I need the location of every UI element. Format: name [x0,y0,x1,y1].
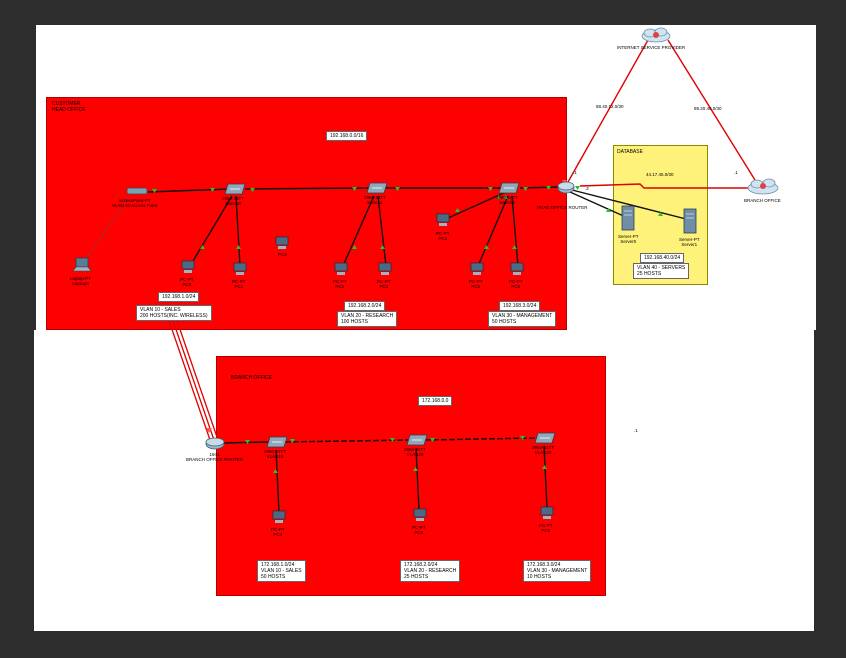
ip-left-label: .1 [573,170,577,175]
switch2-icon[interactable] [498,182,520,194]
vlan10-sales-box: VLAN 10 - SALES 200 HOSTS(INC. WIRELESS) [136,305,212,321]
pc2-icon[interactable] [334,262,348,276]
branch-pc5-label: PC-PT PC5 [412,525,426,535]
pc1-icon[interactable] [233,262,247,276]
branch-network-box: 172.168.0.0 [418,396,453,406]
vlan20-research-box: VLAN 20 - RESEARCH 100 HOSTS [337,311,398,327]
branch-vlan20-box: 172.168.2.0/24 VLAN 20 - RESEARCH 25 HOS… [400,560,461,582]
switch2-label: 2960-24TT Switch2 [496,195,519,205]
database-title: DATABASE [617,149,643,155]
branch-switch-vlan30-label: 2960-24TT VLAN30 [532,445,555,455]
branch-switch-vlan30-icon[interactable] [534,432,556,444]
isp-link-right-label: 89.20.40.0/30 [694,106,722,111]
branch-vlan30-box: 172.168.3.0/24 VLAN 30 - MANAGEMENT 10 H… [523,560,592,582]
server1-label: Server-PT Server1 [679,237,700,247]
pc5-icon[interactable] [470,262,484,276]
switch0-icon[interactable] [224,183,246,195]
isp-link-bottom-label: 44.17.45.0/30 [646,172,674,177]
branch-pc4-label: PC-PT PC4 [271,527,285,537]
database-vlan-box: VLAN 40 - SERVERS 25 HOSTS [633,263,690,279]
branch-pc6-icon[interactable] [540,506,554,520]
pc4-label: PC-PT PC4 [436,231,450,241]
isp-link-left-label: 88.40.12.0/30 [596,104,624,109]
switch1-icon[interactable] [366,182,388,194]
branch-pc5-icon[interactable] [413,508,427,522]
branch-pc4-icon[interactable] [272,510,286,524]
pc2-label: PC-PT PC2 [333,279,347,289]
isp-label: INTERNET SERVICE PROVIDER [617,45,686,50]
branch-office-title: BRANCH OFFICE [231,375,272,381]
switch0-label: 2960-24TT Switch0 [222,196,245,206]
branch-switch-vlan10-icon[interactable] [266,436,288,448]
branch-router-label: 1941 BRANCH OFFICE ROUTER [186,452,244,462]
pc6-icon[interactable] [510,262,524,276]
vlan10-net-box: 192.168.1.0/24 [158,292,200,302]
pc6-label: PC-PT PC6 [509,279,523,289]
pc3-icon[interactable] [378,262,392,276]
isp-cloud-icon[interactable] [640,26,672,44]
head-office-router-icon[interactable] [557,180,575,194]
vlan20-net-box: 192.168.2.0/24 [344,301,386,311]
pc5-label: PC-PT PC5 [469,279,483,289]
branch-cloud-icon[interactable] [746,176,780,196]
laptop-label: Laptop-PT Laptop0 [70,276,92,286]
pc0-label: PC-PT PC0 [180,277,194,287]
pc-standalone-icon[interactable] [275,236,289,250]
branch-switch-vlan20-label: 2960-24TT VLAN20 [404,447,427,457]
branch-cloud-label: BRANCH OFFICE [744,198,781,203]
pc1-label: PC-PT PC1 [232,279,246,289]
pc4-icon[interactable] [436,213,450,227]
switch1-label: 2960-24TT Switch1 [364,195,387,205]
head-office-network-box: 192.168.0.0/16 [326,131,368,141]
branch-switch-vlan10-label: 2960-24TT VLAN10 [264,449,287,459]
branch-office-zone [216,356,606,596]
laptop-icon[interactable] [72,257,92,273]
branch-router-icon[interactable] [205,436,225,450]
head-office-router-label: HEAD OFFICE ROUTER [537,205,588,210]
database-network-box: 192.168.40.0/24 [640,253,685,263]
branch-pc6-label: PC-PT PC6 [539,523,553,533]
server1-icon[interactable] [683,208,697,234]
server0-icon[interactable] [621,205,635,231]
vlan30-management-box: VLAN 30 - MANAGEMENT 50 HOSTS [488,311,557,327]
head-office-zone [46,97,567,330]
branch-vlan10-box: 172.168.1.0/24 VLAN 10 - SALES 50 HOSTS [257,560,306,582]
head-office-title: CUSTOMER HEAD OFFICE [52,101,86,113]
stray-ip-label: .1 [634,428,638,433]
branch-switch-vlan20-icon[interactable] [406,434,428,446]
pc0-icon[interactable] [181,260,195,274]
pc-standalone-label: PC3 [278,252,287,257]
server0-label: Server-PT Server0 [618,234,639,244]
access-point-icon[interactable] [126,186,148,196]
pc3-label: PC-PT PC3 [377,279,391,289]
vlan30-net-box: 192.168.3.0/24 [499,301,541,311]
ip-router-label: .2 [585,186,589,191]
access-point-label: AccessPoint-PT VLAN 10 Access Point [112,198,158,208]
ip-right-label: .1 [734,170,738,175]
